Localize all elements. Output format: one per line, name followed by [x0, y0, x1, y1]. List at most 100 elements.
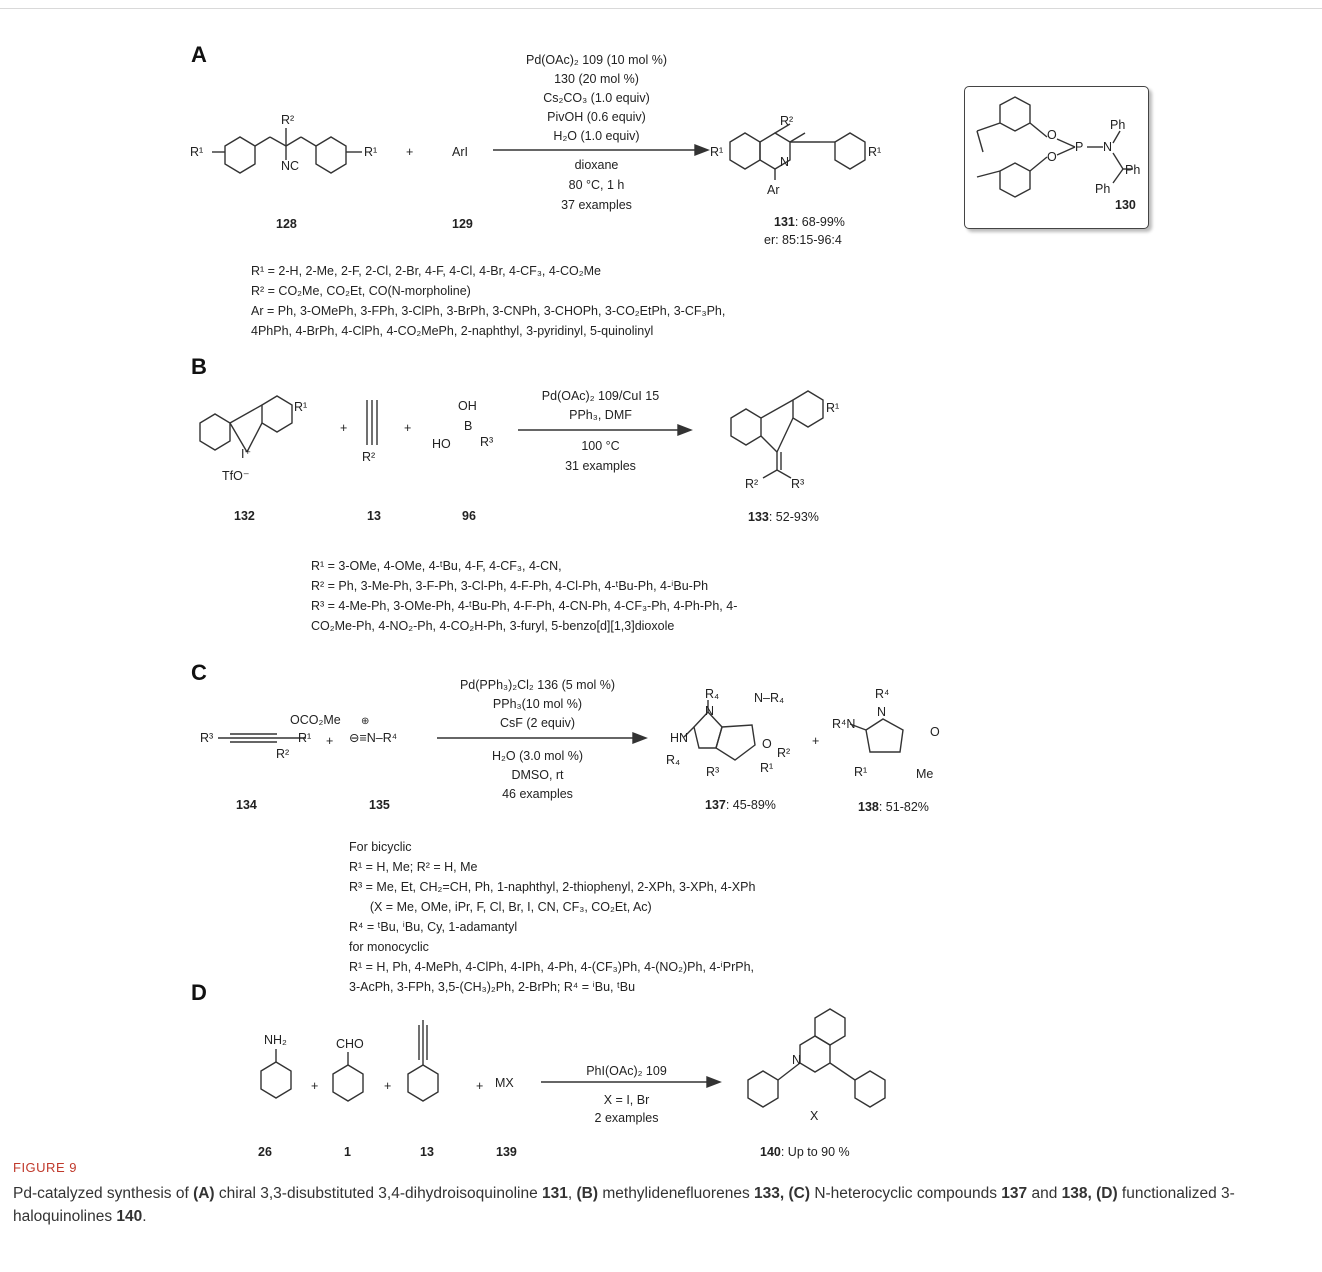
- a-compound-129: 129: [452, 217, 473, 231]
- structure-133: [730, 390, 824, 479]
- c-condition-solvent: DMSO, rt: [511, 768, 564, 782]
- d-plus-1: +: [311, 1079, 319, 1093]
- b-product-yield: 133: 52-93%: [748, 509, 819, 525]
- structure-1: [332, 1052, 364, 1102]
- ligand-130-structure: [976, 96, 1133, 198]
- c-137-n-ring: N: [705, 704, 715, 718]
- ligand-number: 130: [1115, 198, 1136, 212]
- c-product-2-yield: 138: 51-82%: [858, 799, 929, 815]
- c-137-r3: R³: [706, 765, 720, 779]
- caption-part-13: functionalized 3-haloquinolines: [13, 1185, 1235, 1225]
- a-131-r1-right: R¹: [868, 145, 882, 159]
- c-yield-1-value: : 45-89%: [725, 798, 776, 812]
- b-condition-2: PPh₃, DMF: [569, 408, 632, 422]
- d-plus-2: +: [384, 1079, 392, 1093]
- c-compound-135: 135: [369, 798, 390, 812]
- reaction-arrow-a: [493, 143, 710, 157]
- c-condition-water: H₂O (3.0 mol %): [492, 749, 583, 763]
- b-substituent-line-2: R² = Ph, 3-Me-Ph, 3-F-Ph, 3-Cl-Ph, 4-F-P…: [311, 579, 709, 593]
- c-137-r1: R¹: [760, 761, 774, 775]
- ligand-ph-2: Ph: [1125, 163, 1141, 177]
- b-substituent-line-1: R¹ = 3-OMe, 4-OMe, 4-ᵗBu, 4-F, 4-CF₃, 4-…: [311, 559, 562, 573]
- b-96-ho: HO: [432, 437, 451, 451]
- c-137-n-imine: N–R₄: [754, 691, 785, 705]
- c-134-r1: R¹: [298, 731, 312, 745]
- b-compound-133: 133: [748, 510, 769, 524]
- c-product-1-yield: 137: 45-89%: [705, 797, 776, 813]
- b-plus-1: +: [340, 421, 348, 435]
- structure-140: [747, 1008, 886, 1108]
- b-133-r2: R²: [745, 477, 759, 491]
- caption-part-11: and: [1027, 1185, 1062, 1202]
- c-isocyanide-charge: ⊕: [361, 716, 370, 727]
- a-128-r1-left: R¹: [190, 145, 204, 159]
- d-plus-3: +: [476, 1079, 484, 1093]
- caption-part-6: (B): [576, 1185, 599, 1202]
- caption-part-4: 131: [542, 1185, 568, 1202]
- a-condition-4: PivOH (0.6 equiv): [547, 110, 646, 124]
- a-131-r2: R²: [780, 114, 794, 128]
- b-yield-value: : 52-93%: [768, 510, 819, 524]
- d-condition-1: PhI(OAc)₂ 109: [586, 1064, 667, 1078]
- c-yield-2-value: : 51-82%: [878, 800, 929, 814]
- caption-part-12: 138, (D): [1061, 1185, 1118, 1202]
- structure-128: [212, 128, 362, 174]
- c-138-me: Me: [916, 767, 934, 781]
- a-compound-128: 128: [276, 217, 297, 231]
- c-138-o: O: [930, 725, 940, 739]
- b-133-r1: R¹: [826, 401, 840, 415]
- c-137-r4-left: R₄: [666, 753, 681, 767]
- b-132-iodonium: I⁺: [241, 447, 252, 461]
- ligand-130-box: O O P N Ph Ph Ph 130: [964, 86, 1149, 229]
- a-er-value: er: 85:15-96:4: [764, 233, 842, 247]
- b-132-tfo: TfO⁻: [222, 469, 250, 483]
- c-137-r4-top: R₄: [705, 687, 720, 701]
- a-reagent-arl: ArI: [452, 145, 468, 159]
- caption-part-15: .: [142, 1208, 147, 1225]
- c-substituent-line-1: For bicyclic: [349, 840, 412, 854]
- d-140-x: X: [810, 1109, 819, 1123]
- panel-label-b: B: [191, 354, 207, 379]
- structure-26: [260, 1049, 292, 1099]
- b-13-r2: R²: [362, 450, 376, 464]
- panel-label-a: A: [191, 42, 207, 67]
- c-condition-examples: 46 examples: [502, 787, 573, 801]
- b-132-r1: R¹: [294, 400, 308, 414]
- figure-caption: Pd-catalyzed synthesis of (A) chiral 3,3…: [13, 1182, 1303, 1228]
- c-134-r3: R³: [200, 731, 214, 745]
- structure-131: [729, 123, 866, 180]
- c-substituent-line-4: (X = Me, OMe, iPr, F, Cl, Br, I, CN, CF₃…: [349, 900, 652, 914]
- d-condition-examples: 2 examples: [594, 1111, 659, 1125]
- c-134-r2: R²: [276, 747, 290, 761]
- structure-13-alkyne-b: [366, 400, 378, 445]
- reaction-arrow-b: [518, 423, 693, 437]
- caption-part-8: 133, (C): [754, 1185, 811, 1202]
- c-138-r4-left: R⁴: [832, 717, 847, 731]
- c-substituent-line-6: for monocyclic: [349, 940, 429, 954]
- c-137-hn: HN: [670, 731, 689, 745]
- c-compound-134: 134: [236, 798, 257, 812]
- c-plus: +: [326, 734, 334, 748]
- c-condition-3: CsF (2 equiv): [499, 716, 576, 730]
- c-compound-137: 137: [705, 798, 726, 812]
- panel-label-d: D: [191, 980, 207, 1005]
- ligand-o-2: O: [1047, 150, 1057, 164]
- d-condition-halide: X = I, Br: [603, 1093, 650, 1107]
- b-96-boron: B: [464, 419, 473, 433]
- c-137-n-imine-r4: R₄: [769, 691, 785, 705]
- a-product-yield: 131: 68-99%: [774, 214, 845, 230]
- reaction-arrow-c: [437, 731, 648, 745]
- a-substituent-line-2: R² = CO₂Me, CO₂Et, CO(N-morpholine): [251, 284, 471, 298]
- a-plus: +: [406, 145, 414, 159]
- d-compound-1: 1: [344, 1145, 351, 1159]
- a-131-ar: Ar: [767, 183, 780, 197]
- b-condition-temp: 100 °C: [581, 439, 620, 453]
- a-condition-3: Cs₂CO₃ (1.0 equiv): [543, 91, 650, 105]
- d-26-nh2: NH₂: [264, 1033, 287, 1047]
- c-condition-1: Pd(PPh₃)₂Cl₂ 136 (5 mol %): [459, 678, 616, 692]
- d-1-cho: CHO: [336, 1037, 364, 1051]
- b-133-r3: R³: [791, 477, 805, 491]
- a-condition-examples: 37 examples: [561, 198, 632, 212]
- c-138-n-imine: N: [846, 717, 856, 731]
- structure-138: [849, 718, 904, 753]
